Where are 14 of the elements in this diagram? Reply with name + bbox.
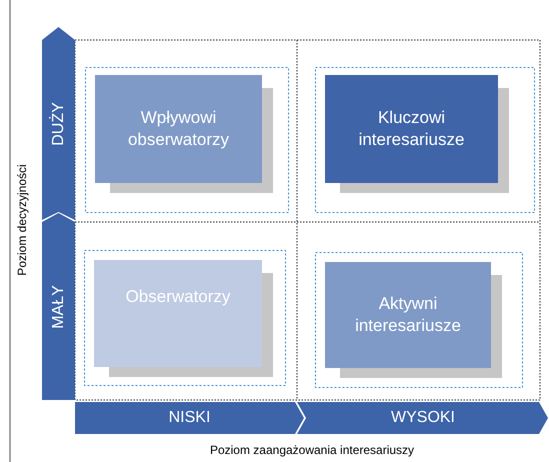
axis-level-label: DUŻY: [50, 102, 68, 146]
quadrant-card: [94, 260, 262, 367]
axis-level-label: MAŁY: [50, 284, 68, 328]
quadrant-title: Kluczowi interesariusze: [358, 106, 466, 151]
quadrant-card: [325, 75, 498, 183]
quadrant-title: Obserwatorzy: [126, 286, 230, 308]
quadrant-title: Wpływowi obserwatorzy: [126, 106, 230, 151]
axis-title: Poziom decyzyjności: [15, 164, 29, 276]
quadrant-card: [95, 75, 262, 183]
axis-title: Poziom zaangażowania interesariuszy: [210, 443, 414, 457]
quadrant-card: [325, 262, 491, 368]
axis-level-label: WYSOKI: [391, 409, 455, 427]
quadrant-title: Aktywni interesariusze: [354, 292, 462, 337]
axis-level-label: NISKI: [168, 409, 210, 427]
